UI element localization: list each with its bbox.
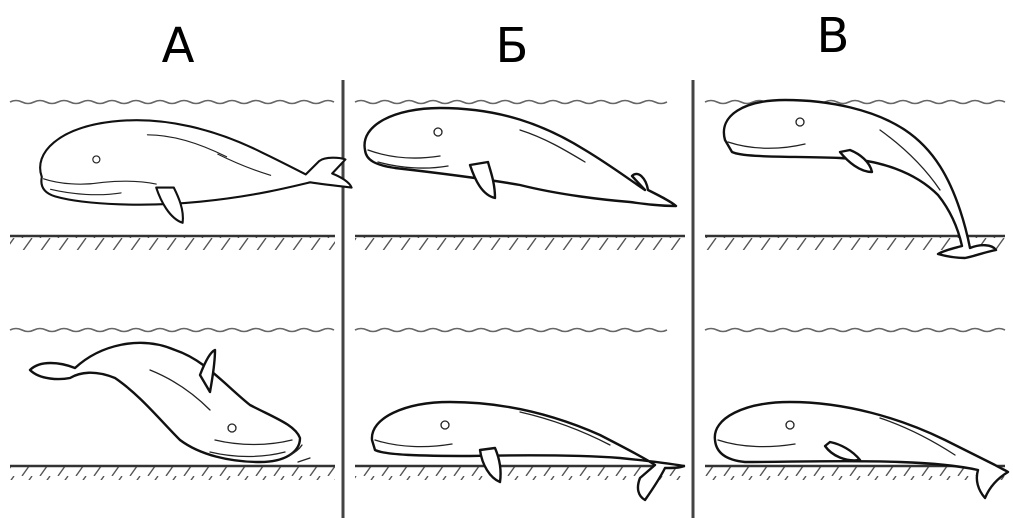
whale-b-top <box>365 108 676 206</box>
column-label-b: Б <box>496 18 529 74</box>
whale-c-bottom <box>715 402 1008 498</box>
column-label-c: В <box>817 8 850 64</box>
whale-a-top <box>40 120 351 223</box>
whale-c-top <box>724 100 996 258</box>
whale-b-bottom <box>372 402 684 500</box>
whale-a-bottom <box>30 343 310 462</box>
column-label-a: А <box>162 18 195 74</box>
